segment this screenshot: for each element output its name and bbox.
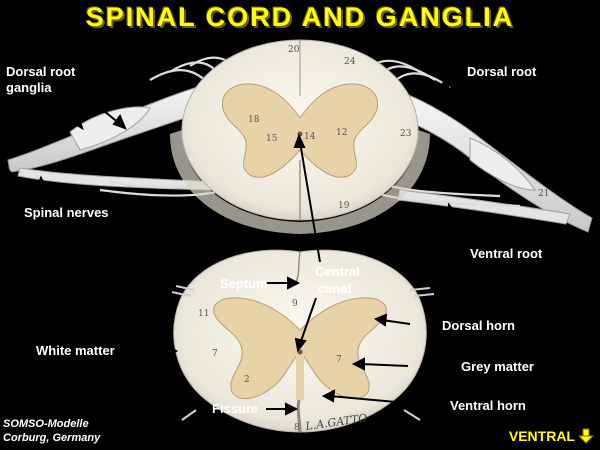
model-number: 7 [212, 349, 218, 359]
model-number: 2 [244, 375, 250, 385]
arrow-dorsal-root [435, 73, 471, 90]
label-dorsal-root: Dorsal root [467, 64, 537, 79]
right-dorsal-root-ganglion [469, 137, 536, 191]
label-dorsal-root-ganglia-line1: Dorsal root [6, 64, 76, 79]
bottom-central-canal [297, 349, 303, 355]
label-dorsal-horn: Dorsal horn [442, 318, 515, 333]
model-number: 12 [336, 128, 347, 138]
model-number: 14 [304, 132, 316, 142]
model-number: 24 [344, 57, 356, 67]
model-number: 23 [400, 129, 412, 139]
arrow-fissure [266, 402, 299, 416]
arrow-grey-matter [351, 357, 409, 371]
top-cord-side-face [170, 130, 430, 234]
arrow-ventral-root [446, 202, 471, 245]
label-spinal-nerves: Spinal nerves [24, 205, 109, 220]
arrow-spinal-nerves-1 [6, 169, 23, 203]
model-number: 18 [248, 115, 260, 125]
arrow-central-canal [293, 133, 321, 263]
model-number: 20 [288, 45, 300, 55]
top-spinal-cord-model: 20 24 18 15 14 12 23 21 19 [7, 39, 593, 234]
arrow-septum [266, 276, 301, 290]
right-ventral-root [397, 189, 571, 225]
label-grey-matter: Grey matter [461, 359, 534, 374]
model-number: 19 [338, 201, 350, 211]
page-title: SPINAL CORD AND GANGLIA [85, 2, 515, 32]
label-dorsal-root-ganglia-line2: ganglia [6, 80, 52, 95]
label-ventral-horn: Ventral horn [450, 398, 526, 413]
top-grey-matter [222, 83, 378, 178]
arrow-dorsal-root-ganglia-1 [59, 103, 84, 131]
model-number: 7 [336, 355, 342, 365]
label-septum: Septum [220, 276, 268, 291]
arrow-spinal-nerves-2 [35, 175, 48, 201]
credit-line1: SOMSO-Modelle [3, 418, 89, 430]
arrow-dorsal-root-ganglia-2 [87, 97, 127, 130]
model-number: 15 [266, 134, 278, 144]
label-central-canal-line2: canal [318, 281, 352, 296]
ventral-orientation: VENTRAL [509, 428, 594, 444]
model-number: 11 [198, 309, 209, 319]
pointer-arrows [6, 73, 471, 416]
left-dorsal-root-ganglion [69, 106, 151, 151]
label-ventral-root: Ventral root [470, 246, 543, 261]
credit-line2: Corburg, Germany [3, 432, 101, 444]
ventral-label: VENTRAL [508, 428, 575, 444]
arrow-white-matter [130, 344, 179, 358]
arrow-ventral-horn [321, 389, 419, 405]
rootlet-stubs [171, 285, 435, 421]
arrow-dorsal-horn [373, 313, 411, 327]
label-central-canal-line1: Central [315, 264, 360, 279]
label-white-matter: White matter [36, 343, 115, 358]
label-fissure: Fissure [212, 401, 259, 416]
arrow-central-canal-bottom [294, 297, 317, 353]
arrow-down-icon [578, 428, 594, 444]
model-number: 8 [294, 423, 300, 433]
model-number: 9 [292, 299, 298, 309]
model-number: 21 [538, 189, 549, 199]
